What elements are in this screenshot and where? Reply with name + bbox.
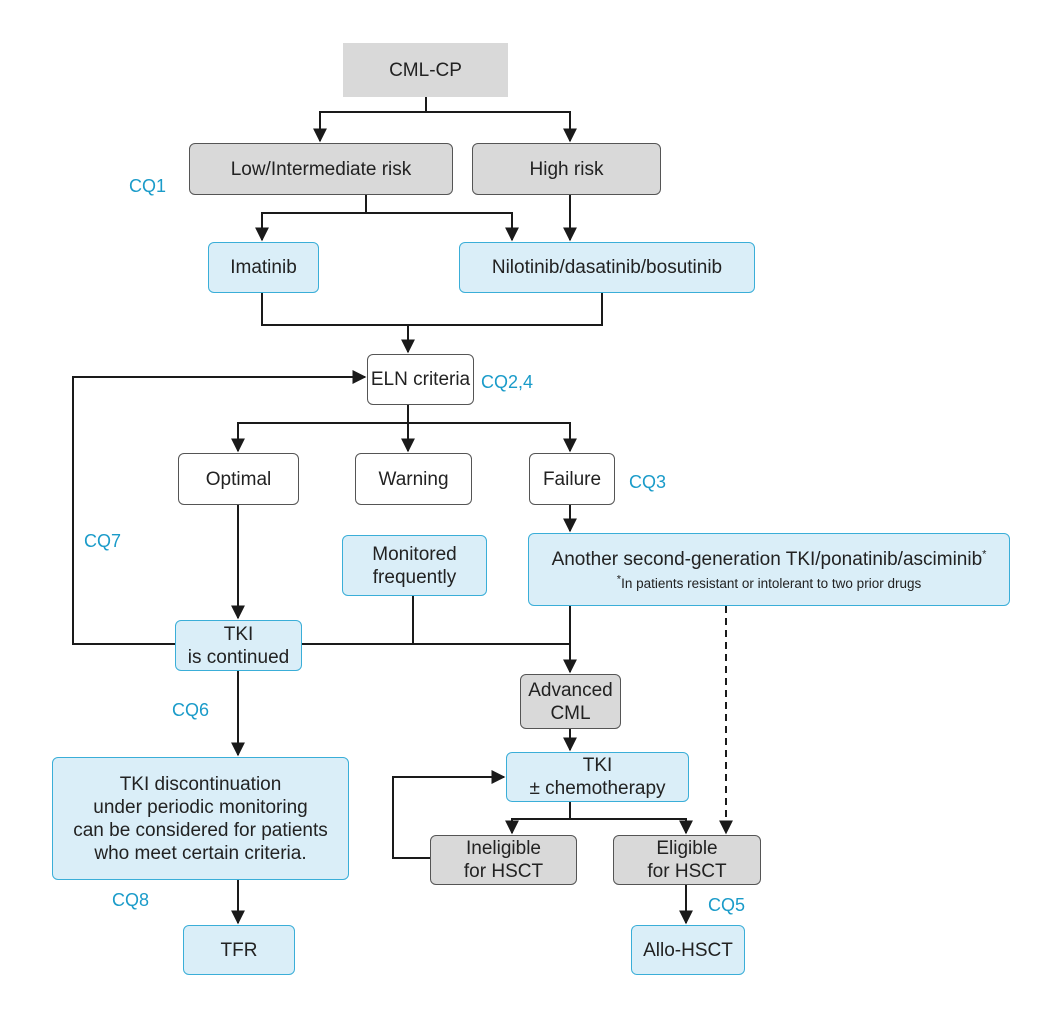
node-monitored-frequently: Monitored frequently xyxy=(342,535,487,596)
cq8-label: CQ8 xyxy=(112,890,150,910)
node-imatinib-label: Imatinib xyxy=(230,257,297,278)
node-ineligible-line1: Ineligible xyxy=(466,838,541,859)
node-advanced-line1: Advanced xyxy=(528,679,613,701)
node-ineligible-line2: for HSCT xyxy=(463,861,544,882)
node-eln-criteria: ELN criteria xyxy=(367,354,474,405)
cq5-label: CQ5 xyxy=(708,895,746,915)
node-low-intermediate-risk: Low/Intermediate risk xyxy=(189,143,453,195)
node-tki-continued-line2: is continued xyxy=(187,646,290,668)
footnote-asterisk: * xyxy=(616,573,622,585)
arrow-to-high-risk xyxy=(426,111,577,143)
node-high-risk: High risk xyxy=(472,143,661,195)
node-low-intermediate-label: Low/Intermediate risk xyxy=(230,158,412,180)
node-another-tki-footnote: *In patients resistant or intolerant to … xyxy=(616,573,922,592)
node-warning: Warning xyxy=(355,453,472,505)
node-tfr-label: TFR xyxy=(220,939,258,961)
cq3-label: CQ3 xyxy=(629,472,667,492)
node-optimal-label: Optimal xyxy=(205,468,272,490)
node-ineligible-for-hsct: Ineligible for HSCT xyxy=(430,835,577,885)
node-another-second-generation-tki: Another second-generation TKI/ponatinib/… xyxy=(528,533,1010,606)
node-another-tki-label: Another second-generation TKI/ponatinib/… xyxy=(551,548,983,570)
node-allo-hsct: Allo-HSCT xyxy=(631,925,745,975)
node-nilotinib-dasatinib-bosutinib: Nilotinib/dasatinib/bosutinib xyxy=(459,242,755,293)
cq6-label: CQ6 xyxy=(172,700,210,720)
node-cml-cp-label: CML-CP xyxy=(389,59,462,81)
node-eligible-for-hsct: Eligible for HSCT xyxy=(613,835,761,885)
node-imatinib: Imatinib xyxy=(208,242,319,293)
node-advanced-cml: Advanced CML xyxy=(520,674,621,729)
node-tki-discontinuation: TKI discontinuation under periodic monit… xyxy=(52,757,349,880)
node-tki-chemo-line2: ± chemotherapy xyxy=(529,778,666,799)
loop-ineligible-to-chemo xyxy=(392,770,506,859)
arrow-to-low-risk xyxy=(313,97,427,143)
node-warning-label: Warning xyxy=(378,468,449,490)
node-discontinuation-line1: TKI discontinuation xyxy=(119,773,282,795)
arrow-to-failure xyxy=(238,422,577,453)
arrow-to-eligible xyxy=(570,818,693,835)
node-eligible-line2: for HSCT xyxy=(647,861,727,882)
node-discontinuation-line4: who meet certain criteria. xyxy=(94,842,307,864)
node-monitored-line1: Monitored xyxy=(372,543,457,565)
node-discontinuation-line2: under periodic monitoring xyxy=(93,796,308,818)
cq7-label: CQ7 xyxy=(84,531,122,551)
node-tki-is-continued: TKI is continued xyxy=(175,620,302,671)
node-failure: Failure xyxy=(529,453,615,505)
node-tfr: TFR xyxy=(183,925,295,975)
node-eln-label: ELN criteria xyxy=(370,369,471,390)
node-tki-chemotherapy: TKI ± chemotherapy xyxy=(506,752,689,802)
node-cml-cp: CML-CP xyxy=(343,43,508,97)
node-allo-hsct-label: Allo-HSCT xyxy=(643,939,733,961)
node-advanced-line2: CML xyxy=(550,702,591,724)
node-optimal: Optimal xyxy=(178,453,299,505)
loop-back-to-eln xyxy=(72,370,367,645)
node-another-tki-main: Another second-generation TKI/ponatinib/… xyxy=(552,548,987,571)
arrow-low-to-nilotinib xyxy=(366,212,519,242)
merge-line xyxy=(261,293,603,326)
node-high-risk-label: High risk xyxy=(529,158,604,180)
node-tki-chemo-line1: TKI xyxy=(582,755,613,776)
cq1-label: CQ1 xyxy=(129,176,167,196)
node-discontinuation-line3: can be considered for patients xyxy=(73,819,328,841)
node-nilotinib-label: Nilotinib/dasatinib/bosutinib xyxy=(491,257,723,278)
arrow-to-imatinib xyxy=(255,195,367,242)
arrow-to-optimal xyxy=(231,405,409,453)
footnote-text: In patients resistant or intolerant to t… xyxy=(621,575,922,591)
node-tki-continued-line1: TKI xyxy=(223,623,254,645)
node-monitored-line2: frequently xyxy=(372,566,457,588)
cq24-label: CQ2,4 xyxy=(481,372,534,392)
arrow-to-ineligible xyxy=(505,802,571,835)
monitored-line xyxy=(302,596,414,645)
node-another-tki-asterisk: * xyxy=(982,548,987,561)
node-eligible-line1: Eligible xyxy=(656,838,718,859)
node-failure-label: Failure xyxy=(542,468,602,490)
